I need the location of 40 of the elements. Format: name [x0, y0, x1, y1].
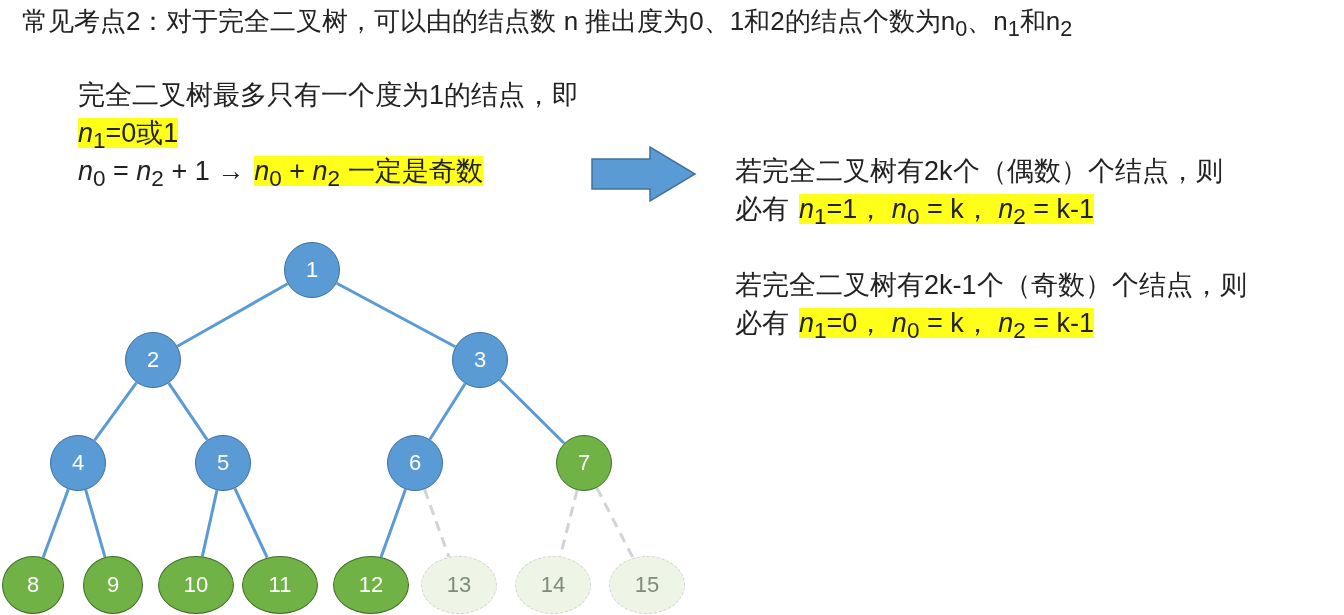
tree-edge	[379, 488, 407, 558]
note-text: 完全二叉树最多只有一个度为1的结点，即	[78, 80, 580, 110]
tree-node: 8	[2, 556, 64, 614]
tree-node: 1	[284, 242, 340, 298]
tree-edge	[498, 378, 566, 445]
placeholder-tree-node: 15	[609, 556, 685, 614]
tree-edge	[423, 488, 451, 558]
highlighted-formula: n$_{0}$ + n$_{2}$ 一定是奇数	[254, 156, 483, 186]
tree-edge	[595, 487, 635, 559]
placeholder-tree-node: 13	[421, 556, 497, 614]
tree-node: 5	[195, 435, 251, 491]
tree-node: 10	[158, 556, 234, 614]
title: 常见考点2：对于完全二叉树，可以由的结点数 n 推出度为0、1和2的结点个数为n$_{0}$、n$_{1}$和n$_{2}$	[22, 5, 1073, 43]
tree-edge	[335, 281, 457, 349]
tree-edge	[428, 382, 467, 441]
highlighted-formula: n$_{1}$=0， n$_{0}$ = k， n$_{2}$ = k-1	[799, 308, 1094, 338]
highlighted-formula: n$_{1}$=0或1	[78, 118, 179, 148]
tree-edge	[200, 490, 219, 557]
note-text: n$_{0}$ = n$_{2}$ + 1 →	[78, 156, 245, 186]
placeholder-tree-node: 14	[515, 556, 591, 614]
highlighted-formula: n$_{1}$=1， n$_{0}$ = k， n$_{2}$ = k-1	[799, 194, 1094, 224]
tree-edge	[84, 489, 107, 558]
tree-node: 4	[50, 435, 106, 491]
note-text: 若完全二叉树有2k个（偶数）个结点，则	[735, 156, 1223, 186]
tree-edge	[167, 382, 209, 441]
tree-node: 6	[387, 435, 443, 491]
tree-node: 11	[242, 556, 318, 614]
tree-node: 12	[333, 556, 409, 614]
tree-edge	[176, 282, 289, 348]
block-arrow	[591, 145, 697, 203]
tree-edge	[93, 381, 138, 442]
tree-node: 7	[556, 435, 612, 491]
tree-edge	[233, 487, 269, 559]
tree-node: 3	[452, 332, 508, 388]
note-text: 若完全二叉树有2k-1个（奇数）个结点，则	[735, 270, 1247, 300]
note-text: 必有	[735, 308, 789, 338]
tree-node: 2	[125, 332, 181, 388]
tree-edge	[41, 488, 70, 559]
note-text: 必有	[735, 194, 789, 224]
tree-node: 9	[83, 556, 143, 614]
